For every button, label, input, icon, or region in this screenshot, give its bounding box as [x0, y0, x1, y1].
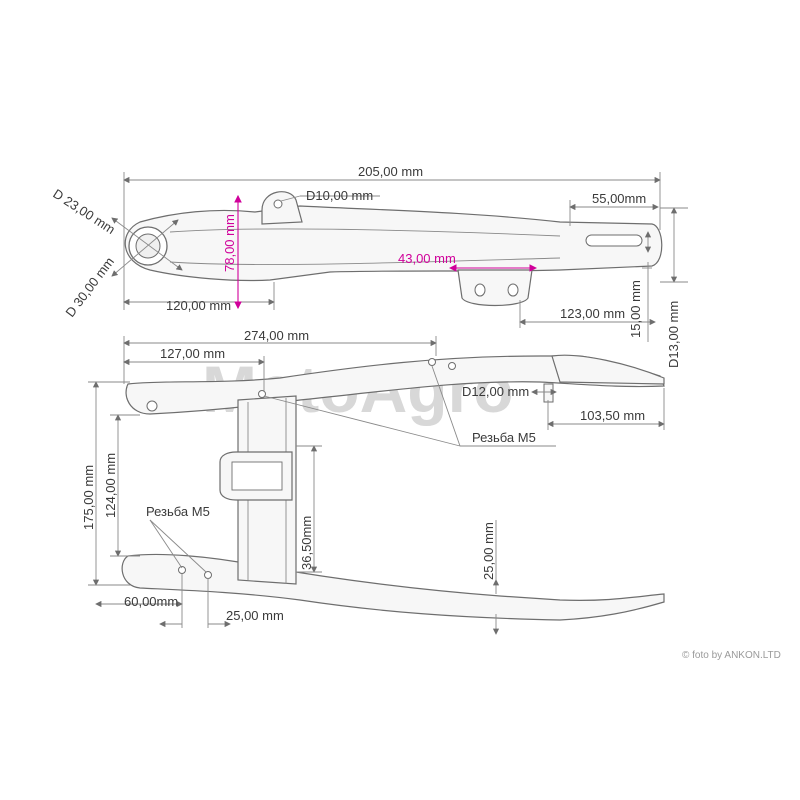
- dim-arm-height: 25,00 mm: [481, 522, 496, 580]
- dim-pin-diameter: D10,00 mm: [306, 188, 373, 203]
- dim-slot-width: 15,00 mm: [628, 280, 643, 338]
- dim-cross-depth: 36,50mm: [299, 516, 314, 570]
- dim-hole-spacing: 25,00 mm: [226, 608, 284, 623]
- dim-stud-diameter: D12,00 mm: [462, 384, 529, 399]
- dim-pivot-to-cross: 127,00 mm: [160, 346, 225, 361]
- plan-view-dimensions: [88, 336, 665, 635]
- dim-slot-length: 55,00mm: [592, 191, 646, 206]
- dim-inner-width: 124,00 mm: [103, 453, 118, 518]
- dim-hole-offset: 60,00mm: [124, 594, 178, 609]
- dim-height: 78,00 mm: [222, 214, 237, 272]
- dim-bracket-width: 43,00 mm: [398, 251, 456, 266]
- dim-outer-width: 175,00 mm: [81, 465, 96, 530]
- dim-pivot-inner: D 23,00 mm: [50, 186, 118, 237]
- dim-end-diameter: D13,00 mm: [666, 301, 681, 368]
- plan-view-part: [121, 354, 665, 621]
- dim-bracket-offset: 123,00 mm: [560, 306, 625, 321]
- dim-stud-offset: 103,50 mm: [580, 408, 645, 423]
- photo-credit: © foto by ANKON.LTD: [682, 650, 781, 661]
- thread-upper-label: Резьба M5: [472, 430, 536, 445]
- thread-lower-label: Резьба M5: [146, 504, 210, 519]
- top-view-part: [124, 191, 663, 307]
- dim-overall-top: 205,00 mm: [358, 164, 423, 179]
- dim-pivot-outer: D 30,00 mm: [62, 254, 117, 320]
- top-view-dimensions: [111, 172, 688, 342]
- dim-overall-plan: 274,00 mm: [244, 328, 309, 343]
- dim-pivot-to-pin: 120,00 mm: [166, 298, 231, 313]
- plan-view-labels: 274,00 mm 127,00 mm D12,00 mm 103,50 mm …: [81, 328, 645, 623]
